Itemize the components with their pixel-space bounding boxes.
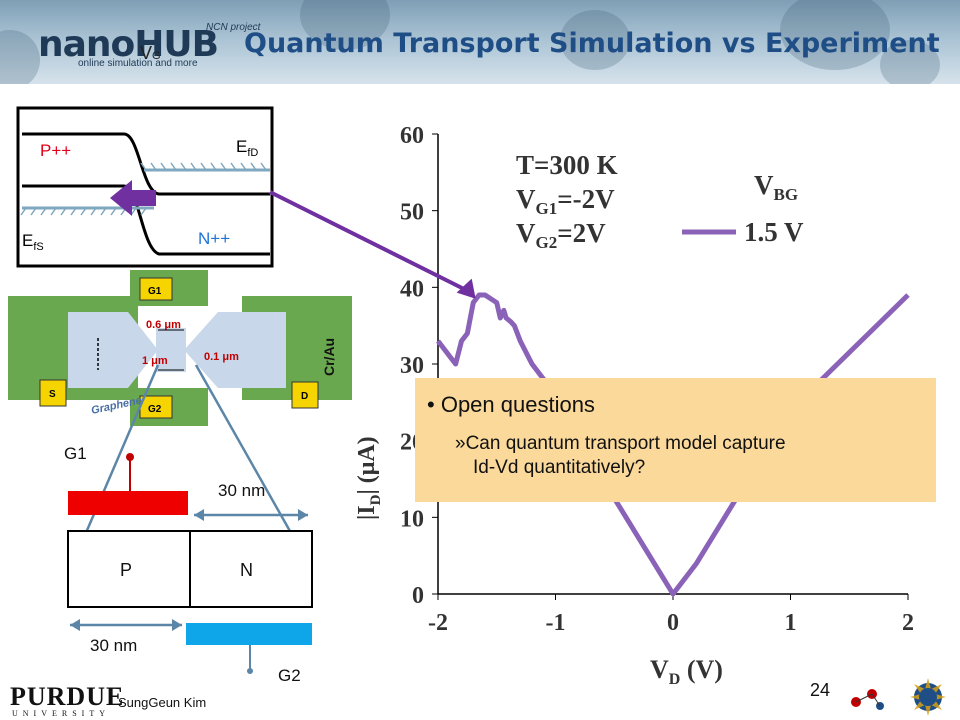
efd-label: EfD — [236, 137, 258, 159]
annotation-temp: T=300 K — [516, 150, 618, 180]
current-arrow — [110, 180, 156, 216]
nanohub-tagline: online simulation and more — [78, 58, 198, 69]
banner-decoration — [780, 0, 890, 70]
hatch-source — [20, 207, 147, 216]
ncn-logo: NCN project — [206, 22, 261, 33]
g1-label: G1 — [64, 444, 87, 463]
y-tick-label: 40 — [400, 276, 424, 302]
x-tick-label: 1 — [785, 610, 797, 636]
y-tick-label: 50 — [400, 200, 424, 226]
purdue-logo: PURDUE — [10, 682, 125, 711]
n-region-label: N — [240, 560, 253, 580]
x-tick-label: -1 — [546, 610, 566, 636]
gate2-bar — [186, 623, 312, 645]
s-pad — [39, 379, 67, 407]
annotation-vg1: VG1=-2V — [516, 184, 615, 218]
graphene-left — [68, 312, 158, 388]
pointer-arrow — [269, 190, 476, 299]
band-diagram: P++ N++ EfD EfS — [16, 106, 274, 268]
dim-06um: 0.6 μm — [146, 319, 181, 331]
banner-decoration — [0, 30, 40, 84]
p-region-label: P — [120, 560, 133, 580]
y-tick-label: 10 — [400, 506, 424, 532]
n-doping-label: N++ — [198, 229, 230, 248]
author-name: SungGeun Kim — [118, 695, 207, 710]
y-tick-label: 60 — [400, 123, 424, 149]
open-questions-callout: • Open questions »Can quantum transport … — [415, 378, 936, 502]
g2-pad-label: G2 — [148, 404, 162, 415]
x-tick-group: -2 -1 0 1 2 — [428, 594, 914, 636]
g1-pad — [139, 277, 173, 301]
nanohub-logo: nanoHUB — [38, 24, 219, 65]
header-banner — [0, 0, 960, 84]
crau-label: Cr/Au — [321, 338, 337, 376]
g1-terminal — [126, 453, 134, 461]
efs-label: EfS — [22, 231, 44, 253]
graphene-right — [184, 312, 286, 388]
page-number: 24 — [810, 680, 831, 700]
d-pad — [291, 381, 319, 409]
dim-bottom-label: 30 nm — [90, 636, 138, 655]
annotation-vg2: VG2=2V — [516, 218, 606, 252]
dim-1um: 1 μm — [142, 355, 168, 367]
banner-decoration — [880, 40, 940, 84]
y-tick-label: 30 — [400, 353, 424, 379]
d-pad-label: D — [301, 391, 308, 402]
x-tick-label: -2 — [428, 610, 448, 636]
banner-decoration — [560, 10, 630, 70]
legend-label: 1.5 V — [744, 217, 804, 247]
hatch-drain — [140, 162, 267, 171]
s-pad-label: S — [49, 389, 56, 400]
callout-bullet: • Open questions — [427, 392, 595, 417]
callout-sub-bullet: »Can quantum transport model capture Id-… — [455, 432, 786, 480]
y-axis-label: |ID| (μA) — [354, 436, 384, 520]
x-axis-label: VD (V) — [650, 655, 723, 688]
device-schematic — [67, 364, 314, 674]
device-micrograph: G1 G2 S D 0.6 μm 1 μm 0.1 μm Graphene Cr… — [8, 270, 352, 426]
slide-title: Quantum Transport Simulation vs Experime… — [244, 28, 940, 59]
g2-label: G2 — [278, 666, 301, 685]
x-tick-label: 2 — [902, 610, 914, 636]
vg-label: VG — [140, 43, 161, 63]
gate1-bar — [68, 491, 188, 515]
p-doping-label: P++ — [40, 141, 71, 160]
x-tick-label: 0 — [667, 610, 679, 636]
dim-01um: 0.1 μm — [204, 351, 239, 363]
g1-pad-label: G1 — [148, 286, 162, 297]
callout-line-2: Id-Vd quantitatively? — [473, 457, 646, 478]
dim-top-label: 30 nm — [218, 481, 266, 500]
nsf-logo-icon — [910, 678, 946, 716]
purdue-logo-sub: UNIVERSITY — [12, 709, 110, 718]
network-icon — [851, 689, 884, 710]
y-tick-label: 0 — [412, 583, 424, 609]
legend-title: VBG — [754, 170, 798, 204]
graphene-channel — [156, 328, 186, 372]
g2-terminal — [247, 668, 253, 674]
callout-line-1: »Can quantum transport model capture — [455, 433, 786, 454]
